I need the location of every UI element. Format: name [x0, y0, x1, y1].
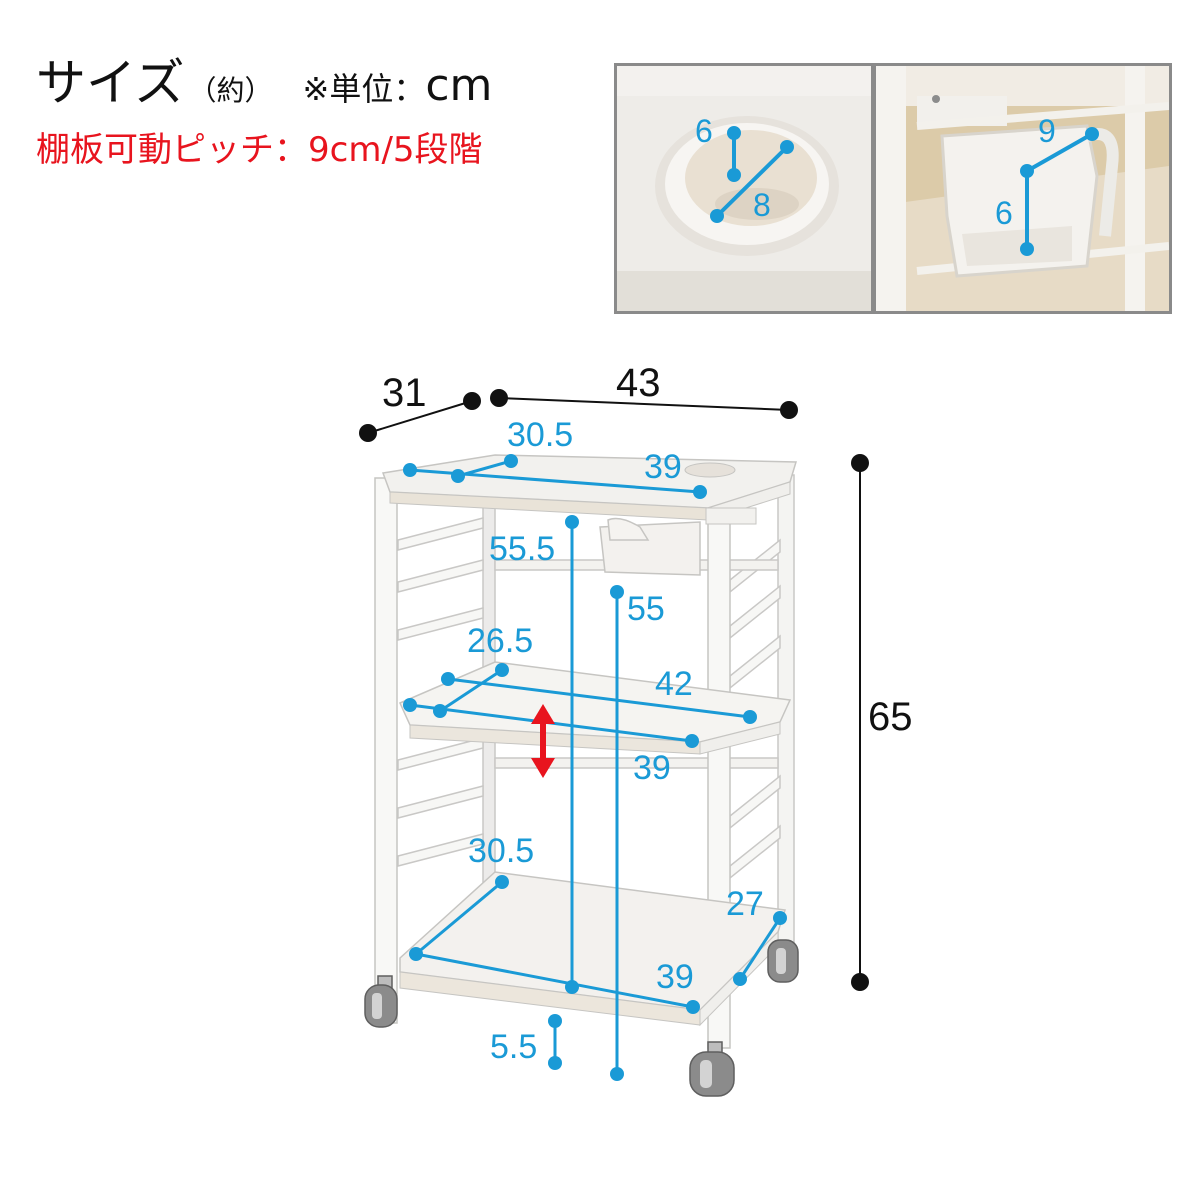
- blue-dimension-labels: 30.5 39 55.5 55 26.5 42 39 30.5 27 39 5.…: [467, 416, 764, 1066]
- depth-label: 31: [382, 371, 427, 415]
- height-label: 65: [868, 695, 913, 739]
- detail-photos: 6 8 9 6: [614, 63, 1172, 314]
- size-title: サイズ（約）※単位：cm: [36, 58, 492, 108]
- width-label: 43: [616, 361, 661, 405]
- cup-hole-photo: 6 8: [617, 66, 871, 311]
- bottom-depth-label: 30.5: [468, 832, 534, 870]
- approx-note: （約）: [188, 74, 273, 107]
- bottom-side-label: 27: [726, 885, 764, 923]
- blue-dimension-points: [403, 454, 787, 1081]
- unit-prefix: ※単位：: [302, 70, 426, 108]
- hole-label-6: 6: [695, 113, 713, 149]
- mid-width-inner-label: 39: [633, 749, 671, 787]
- top-depth-label: 30.5: [507, 416, 573, 454]
- unit-note: ※単位：cm: [302, 64, 493, 108]
- holder-clearance-label: 55: [627, 590, 665, 628]
- holder-label-6: 6: [995, 195, 1013, 231]
- adjust-arrow: [531, 704, 555, 778]
- bottom-width-label: 39: [656, 958, 694, 996]
- overall-dimension-lines: [367, 397, 861, 982]
- title-text: サイズ: [36, 54, 185, 112]
- shelf-pitch-note: 棚板可動ピッチ：9cm/5段階: [36, 130, 483, 170]
- bottle-holder-photo: 9 6: [876, 66, 1169, 311]
- overall-dimension-points: [359, 389, 869, 991]
- top-width-label: 39: [644, 448, 682, 486]
- unit-cm: cm: [425, 60, 493, 111]
- hole-label-8: 8: [753, 187, 771, 223]
- wagon-drawing: [364, 454, 799, 1097]
- floor-clearance-label: 5.5: [490, 1028, 537, 1066]
- mid-width-outer-label: 42: [655, 665, 693, 703]
- holder-label-9: 9: [1038, 113, 1056, 149]
- mid-depth-label: 26.5: [467, 622, 533, 660]
- top-clearance-label: 55.5: [489, 530, 555, 568]
- detail-photos-svg: 6 8 9 6: [617, 66, 1169, 311]
